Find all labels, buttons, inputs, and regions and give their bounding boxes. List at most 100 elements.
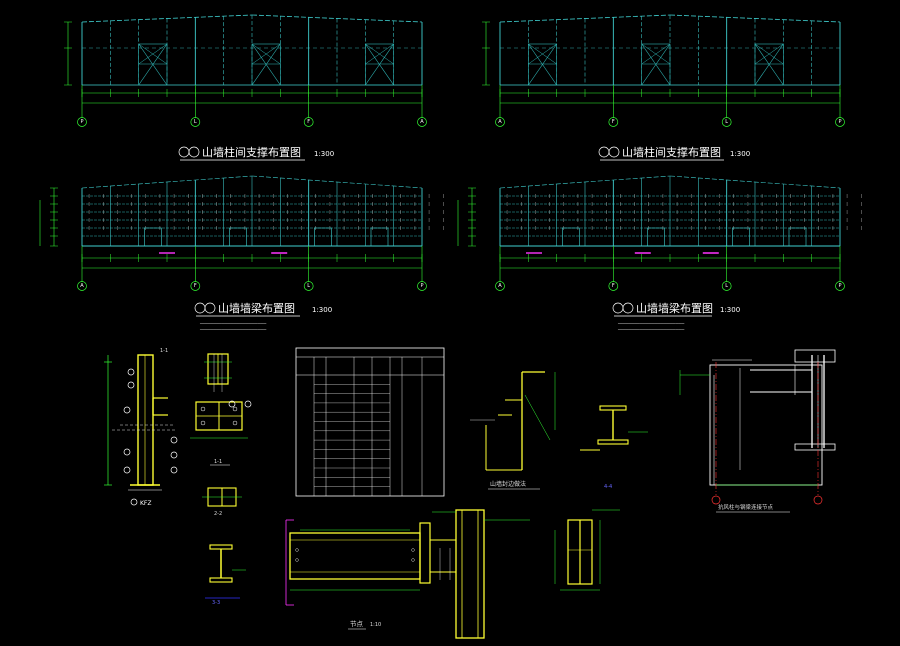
elevation-scale: 1:300 — [314, 150, 334, 158]
title-mid-right: 山墙墙梁布置图 1:300 ────────────────────── ───… — [612, 301, 740, 333]
title-top-right: 山墙柱间支撑布置图 1:300 — [598, 145, 750, 161]
brace-line — [138, 43, 168, 86]
grid-bubble — [608, 117, 619, 127]
brace-line — [528, 43, 557, 65]
elevation-title: 山墙墙梁布置图 — [636, 301, 713, 315]
elevation-scale: 1:300 — [730, 150, 750, 158]
grid-label: L — [725, 283, 728, 289]
brace-line — [365, 43, 394, 86]
svg-text:──────────────────────: ────────────────────── — [199, 327, 267, 333]
grid-bubble — [495, 117, 505, 127]
detail-base-plate: 1-1 — [190, 400, 252, 466]
grid-bubble — [417, 281, 427, 291]
grid-label: A — [420, 119, 424, 125]
svg-text:──────────────────────: ────────────────────── — [199, 321, 267, 327]
detail-wind-column: KFZ 1-1 — [104, 348, 178, 507]
svg-text:──────────────────────: ────────────────────── — [617, 321, 685, 327]
svg-text:──────────────────────: ────────────────────── — [617, 327, 685, 333]
grid-label: A — [80, 283, 84, 289]
detail-title: 抗风柱与钢梁连接节点 — [718, 503, 774, 511]
detail-scale: 1:10 — [370, 622, 381, 628]
title-grid-bubble — [188, 146, 200, 158]
detail-title: 山墙封边做法 — [490, 480, 526, 488]
table-border — [295, 347, 445, 497]
material-table — [295, 347, 445, 497]
brace-bay — [528, 43, 557, 86]
brace-bay — [641, 43, 671, 86]
grid-label: L — [194, 119, 197, 125]
brace-bay — [365, 43, 394, 86]
grid-label: A — [498, 283, 502, 289]
door-opening — [229, 227, 247, 247]
brace-line — [641, 43, 671, 86]
elevation-title: 山墙柱间支撑布置图 — [202, 145, 301, 159]
detail-label: 3-3 — [212, 600, 220, 606]
door-opening — [647, 227, 665, 247]
elevation-scale: 1:300 — [312, 306, 332, 314]
brace-line — [251, 43, 281, 65]
title-grid-bubble — [608, 146, 620, 158]
detail-label: 4-4 — [604, 484, 612, 490]
detail-section-small: 2-2 — [202, 487, 242, 517]
door-opening — [314, 227, 332, 247]
title-grid-bubble — [622, 302, 634, 314]
elevation-title: 山墙墙梁布置图 — [218, 301, 295, 315]
detail-label: 1-1 — [214, 459, 222, 465]
brace-line — [754, 43, 784, 86]
grid-bubble — [608, 281, 619, 291]
grid-bubble — [190, 281, 201, 291]
grid-label: A — [498, 119, 502, 125]
title-mid-left: 山墙墙梁布置图 1:300 ────────────────────── ───… — [194, 301, 332, 333]
grid-bubble — [721, 117, 732, 127]
grid-bubble — [77, 281, 87, 291]
detail-column-section — [554, 509, 620, 591]
grid-bubble — [303, 117, 314, 127]
grid-label: L — [725, 119, 728, 125]
brace-bay — [138, 43, 168, 86]
column-label: KFZ — [140, 500, 152, 507]
brace-line — [251, 43, 281, 86]
detail-beam-node: 节点 1:10 — [285, 509, 530, 639]
detail-gable-edge: 山墙封边做法 — [470, 371, 556, 490]
detail-i-section: 3-3 — [205, 544, 246, 606]
grid-label: F — [612, 283, 615, 289]
detail-label: 2-2 — [214, 511, 222, 517]
detail-title: 节点 — [350, 620, 364, 628]
grid-label: P — [838, 119, 841, 125]
grid-label: F — [612, 119, 615, 125]
door-opening — [562, 227, 580, 247]
grid-label: P — [838, 283, 841, 289]
grid-bubble — [417, 117, 427, 127]
svg-text:1-1: 1-1 — [160, 348, 168, 354]
door-opening — [788, 227, 807, 247]
brace-line — [754, 43, 784, 65]
brace-line — [641, 43, 671, 65]
grid-bubble — [190, 117, 201, 127]
grid-label: P — [80, 119, 83, 125]
grid-bubble — [303, 281, 314, 291]
title-top-left: 山墙柱间支撑布置图 1:300 — [178, 145, 334, 161]
door-opening — [144, 227, 162, 247]
door-opening — [732, 227, 750, 247]
grid-bubble — [721, 281, 732, 291]
grid-bubble — [835, 281, 845, 291]
detail-column-cap — [204, 353, 232, 392]
grid-bubble — [835, 117, 845, 127]
elevation-title: 山墙柱间支撑布置图 — [622, 145, 721, 159]
brace-bay — [251, 43, 281, 86]
grid-label: L — [307, 283, 310, 289]
grid-label: F — [307, 119, 310, 125]
title-grid-bubble — [204, 302, 216, 314]
detail-t-section: 4-4 — [580, 405, 648, 490]
brace-line — [365, 43, 394, 65]
brace-line — [528, 43, 557, 86]
grid-bubble — [495, 281, 505, 291]
brace-line — [138, 43, 168, 65]
brace-bay — [754, 43, 784, 86]
